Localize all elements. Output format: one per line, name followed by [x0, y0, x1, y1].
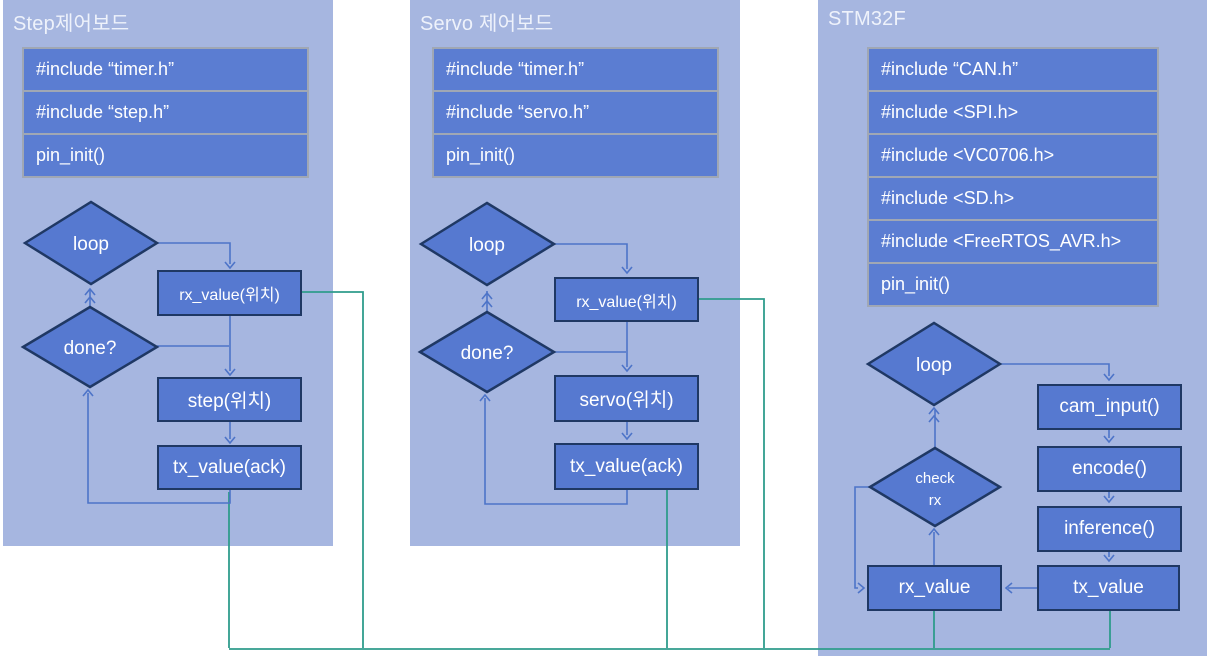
can-bus-lines	[228, 291, 1111, 650]
connector-line	[157, 242, 231, 264]
include-row: #include “step.h”	[24, 92, 307, 133]
flow-node-rx-value: rx_value(위치)	[157, 270, 302, 316]
connector-line	[87, 393, 231, 504]
flow-node-cam-input: cam_input()	[1037, 384, 1182, 430]
connector-line	[484, 398, 628, 505]
include-row: #include “timer.h”	[434, 49, 717, 90]
flow-node-tx-value: tx_value(ack)	[157, 445, 302, 490]
include-row: pin_init()	[24, 135, 307, 176]
done-diamond-step	[20, 305, 160, 389]
check-rx-diamond-stm	[867, 446, 1003, 528]
panel-title-servo: Servo 제어보드	[420, 13, 554, 35]
loop-label: loop	[73, 234, 109, 255]
arrowhead-up	[928, 406, 940, 415]
include-row: #include “CAN.h”	[869, 49, 1157, 90]
flow-node-encode: encode()	[1037, 446, 1182, 492]
loop-label: loop	[916, 355, 952, 376]
include-row: #include <VC0706.h>	[869, 135, 1157, 176]
connector-line	[854, 486, 870, 589]
check-rx-label-line1: check	[915, 470, 955, 487]
flow-node-servo: servo(위치)	[554, 375, 699, 422]
loop-diamond-servo	[418, 201, 557, 287]
flow-node-inference: inference()	[1037, 506, 1182, 552]
loop-diamond-stm	[865, 321, 1003, 407]
include-row: pin_init()	[869, 264, 1157, 305]
flow-node-tx-value: tx_value(ack)	[554, 443, 699, 490]
arrowhead-down	[224, 436, 236, 445]
done-label: done?	[461, 343, 514, 364]
include-row: #include <SPI.h>	[869, 92, 1157, 133]
arrowhead-up	[481, 299, 493, 308]
arrowhead-down	[1103, 554, 1115, 563]
arrowhead-down	[1103, 373, 1115, 382]
arrowhead-left	[1004, 582, 1013, 594]
arrowhead-up	[84, 287, 96, 296]
include-list-step: #include “timer.h” #include “step.h” pin…	[22, 47, 309, 178]
done-label: done?	[64, 338, 117, 359]
connector-line	[1000, 363, 1110, 376]
arrowhead-right	[857, 582, 866, 594]
diamond-labels: loop done? loop done? loop check rx	[64, 234, 956, 509]
done-diamond-servo	[417, 310, 557, 394]
arrowhead-up	[82, 388, 94, 397]
arrowhead-down	[1103, 495, 1115, 504]
include-row: #include <FreeRTOS_AVR.h>	[869, 221, 1157, 262]
flow-node-rx-value: rx_value	[867, 565, 1002, 611]
arrowhead-down	[621, 432, 633, 441]
flow-node-tx-value: tx_value	[1037, 565, 1180, 611]
arrowhead-up	[928, 527, 940, 536]
panel-title-step: Step제어보드	[13, 13, 130, 35]
include-row: #include “timer.h”	[24, 49, 307, 90]
connector-line	[554, 243, 628, 269]
arrowhead-down	[621, 364, 633, 373]
include-list-stm32f: #include “CAN.h” #include <SPI.h> #inclu…	[867, 47, 1159, 307]
arrowhead-up	[479, 393, 491, 402]
arrowhead-up	[928, 414, 940, 423]
include-row: #include “servo.h”	[434, 92, 717, 133]
flow-connectors	[82, 242, 1115, 594]
arrowhead-down	[621, 266, 633, 275]
flow-node-step: step(위치)	[157, 377, 302, 422]
loop-label: loop	[469, 235, 505, 256]
include-list-servo: #include “timer.h” #include “servo.h” pi…	[432, 47, 719, 178]
include-row: #include <SD.h>	[869, 178, 1157, 219]
include-row: pin_init()	[434, 135, 717, 176]
arrowhead-down	[224, 261, 236, 270]
arrowhead-up	[481, 291, 493, 300]
flow-diamonds	[20, 200, 1003, 528]
bus-step-rx-line	[302, 291, 364, 648]
check-rx-label-line2: rx	[929, 492, 942, 509]
arrowhead-up	[84, 295, 96, 304]
panel-title-stm32f: STM32F	[828, 8, 906, 30]
arrowhead-down	[224, 368, 236, 377]
loop-diamond-step	[22, 200, 160, 286]
flow-node-rx-value: rx_value(위치)	[554, 277, 699, 322]
bus-servo-rx-line	[699, 298, 765, 648]
arrowhead-down	[1103, 435, 1115, 444]
